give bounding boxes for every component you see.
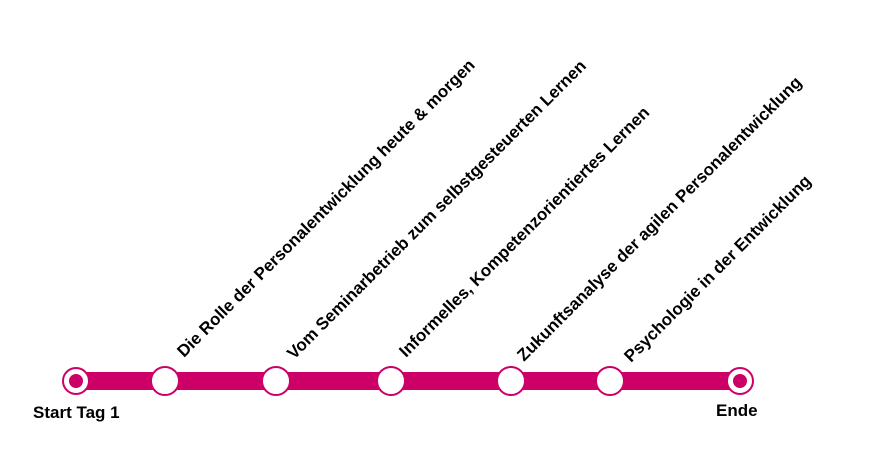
station-node-5: [595, 366, 625, 396]
station-node-4: [496, 366, 526, 396]
station-node-3: [376, 366, 406, 396]
station-label-5: Psychologie in der Entwicklung: [620, 171, 814, 365]
end-node-dot: [733, 374, 747, 388]
station-node-2: [261, 366, 291, 396]
station-label-3: Informelles, Kompetenzorientiertes Lerne…: [395, 103, 653, 361]
timeline-track: [76, 372, 740, 390]
start-node-dot: [69, 374, 83, 388]
end-label: Ende: [716, 401, 758, 420]
start-label: Start Tag 1: [33, 403, 120, 422]
station-node-1: [150, 366, 180, 396]
station-group: Die Rolle der Personalentwicklung heute …: [150, 55, 815, 396]
